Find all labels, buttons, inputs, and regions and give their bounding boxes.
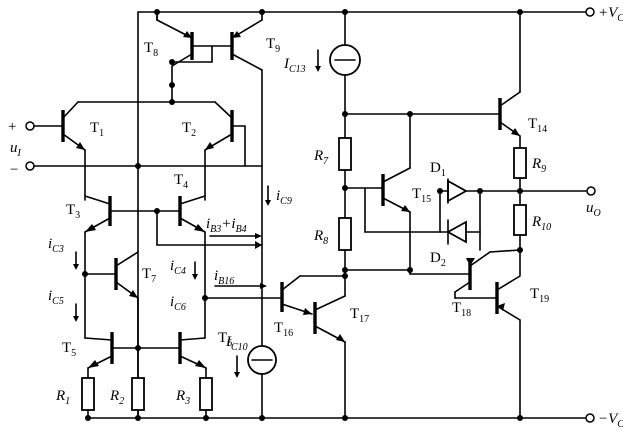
label-t1: T1 bbox=[90, 120, 104, 139]
transistor-t3 bbox=[84, 195, 112, 339]
label-ib3-ib4: iB3+iB4 bbox=[206, 216, 247, 235]
diode-d2 bbox=[446, 219, 467, 245]
transistor-t16 bbox=[280, 275, 346, 315]
label-r1: R1 bbox=[55, 388, 70, 407]
label-r7: R7 bbox=[313, 148, 329, 167]
label-t7: T7 bbox=[142, 266, 156, 285]
resistor-r8 bbox=[338, 217, 352, 251]
label-ic3: iC3 bbox=[48, 236, 64, 255]
label-r8: R8 bbox=[313, 228, 328, 247]
component-labels: T8 T9 T1 T2 T3 T4 T7 T5 T6 T16 T17 T14 T… bbox=[48, 36, 551, 407]
transistor-t7 bbox=[114, 251, 139, 346]
label-t17: T17 bbox=[350, 306, 369, 325]
input-positive-terminal[interactable] bbox=[25, 121, 35, 131]
input-negative-terminal[interactable] bbox=[25, 161, 35, 171]
label-t5: T5 bbox=[62, 340, 76, 359]
label-t2: T2 bbox=[182, 120, 196, 139]
input-label: uI bbox=[10, 140, 22, 159]
transistor-t6 bbox=[178, 332, 207, 379]
label-ic4: iC4 bbox=[170, 258, 186, 277]
vcc-positive-label: +VCC bbox=[598, 5, 623, 24]
resistor-r10 bbox=[513, 204, 527, 236]
vcc-positive-terminal[interactable] bbox=[585, 7, 595, 17]
label-t8: T8 bbox=[144, 40, 158, 59]
resistor-r9 bbox=[513, 147, 527, 179]
label-t15: T15 bbox=[412, 186, 431, 205]
label-t18: T18 bbox=[452, 300, 471, 319]
vcc-negative-terminal[interactable] bbox=[585, 413, 595, 423]
transistor-t9 bbox=[230, 11, 263, 71]
label-t14: T14 bbox=[528, 116, 547, 135]
label-r3: R3 bbox=[175, 388, 190, 407]
label-r2: R2 bbox=[109, 388, 124, 407]
label-ic6: iC6 bbox=[170, 294, 186, 313]
transistor-t14 bbox=[498, 11, 521, 149]
label-r10: R10 bbox=[531, 214, 551, 233]
resistor-r3 bbox=[199, 377, 213, 411]
label-ic9: iC9 bbox=[276, 188, 292, 207]
label-t19: T19 bbox=[530, 286, 549, 305]
transistor-t18 bbox=[454, 249, 521, 293]
transistor-t5 bbox=[84, 332, 114, 379]
transistor-t15 bbox=[381, 113, 411, 271]
output-terminal[interactable] bbox=[586, 186, 596, 196]
label-ib16: iB16 bbox=[214, 268, 234, 287]
label-ic10: IC10 bbox=[225, 334, 248, 353]
label-ic5: iC5 bbox=[48, 288, 64, 307]
label-ic13: IC13 bbox=[283, 56, 306, 75]
resistor-r1 bbox=[81, 377, 95, 411]
current-arrows bbox=[73, 251, 198, 322]
resistor-r2 bbox=[131, 377, 145, 411]
label-d1: D1 bbox=[430, 160, 446, 179]
input-plus-label: + bbox=[8, 119, 16, 135]
label-t6: T6 bbox=[218, 330, 232, 349]
label-t16: T16 bbox=[274, 320, 293, 339]
transistor-t2 bbox=[204, 101, 234, 201]
label-t9: T9 bbox=[266, 36, 280, 55]
transistor-t1 bbox=[61, 101, 86, 201]
label-d2: D2 bbox=[430, 250, 446, 269]
transistor-t8 bbox=[156, 11, 194, 86]
label-t4: T4 bbox=[174, 172, 188, 191]
vcc-negative-label: −VCC bbox=[598, 411, 623, 430]
output-label: uO bbox=[586, 200, 601, 219]
input-minus-label: − bbox=[10, 162, 18, 178]
transistor-t19 bbox=[495, 275, 521, 419]
resistor-r7 bbox=[338, 137, 352, 171]
diode-d1 bbox=[447, 178, 468, 204]
transistor-t17 bbox=[313, 295, 346, 419]
label-t3: T3 bbox=[66, 202, 80, 221]
label-r9: R9 bbox=[531, 156, 546, 175]
